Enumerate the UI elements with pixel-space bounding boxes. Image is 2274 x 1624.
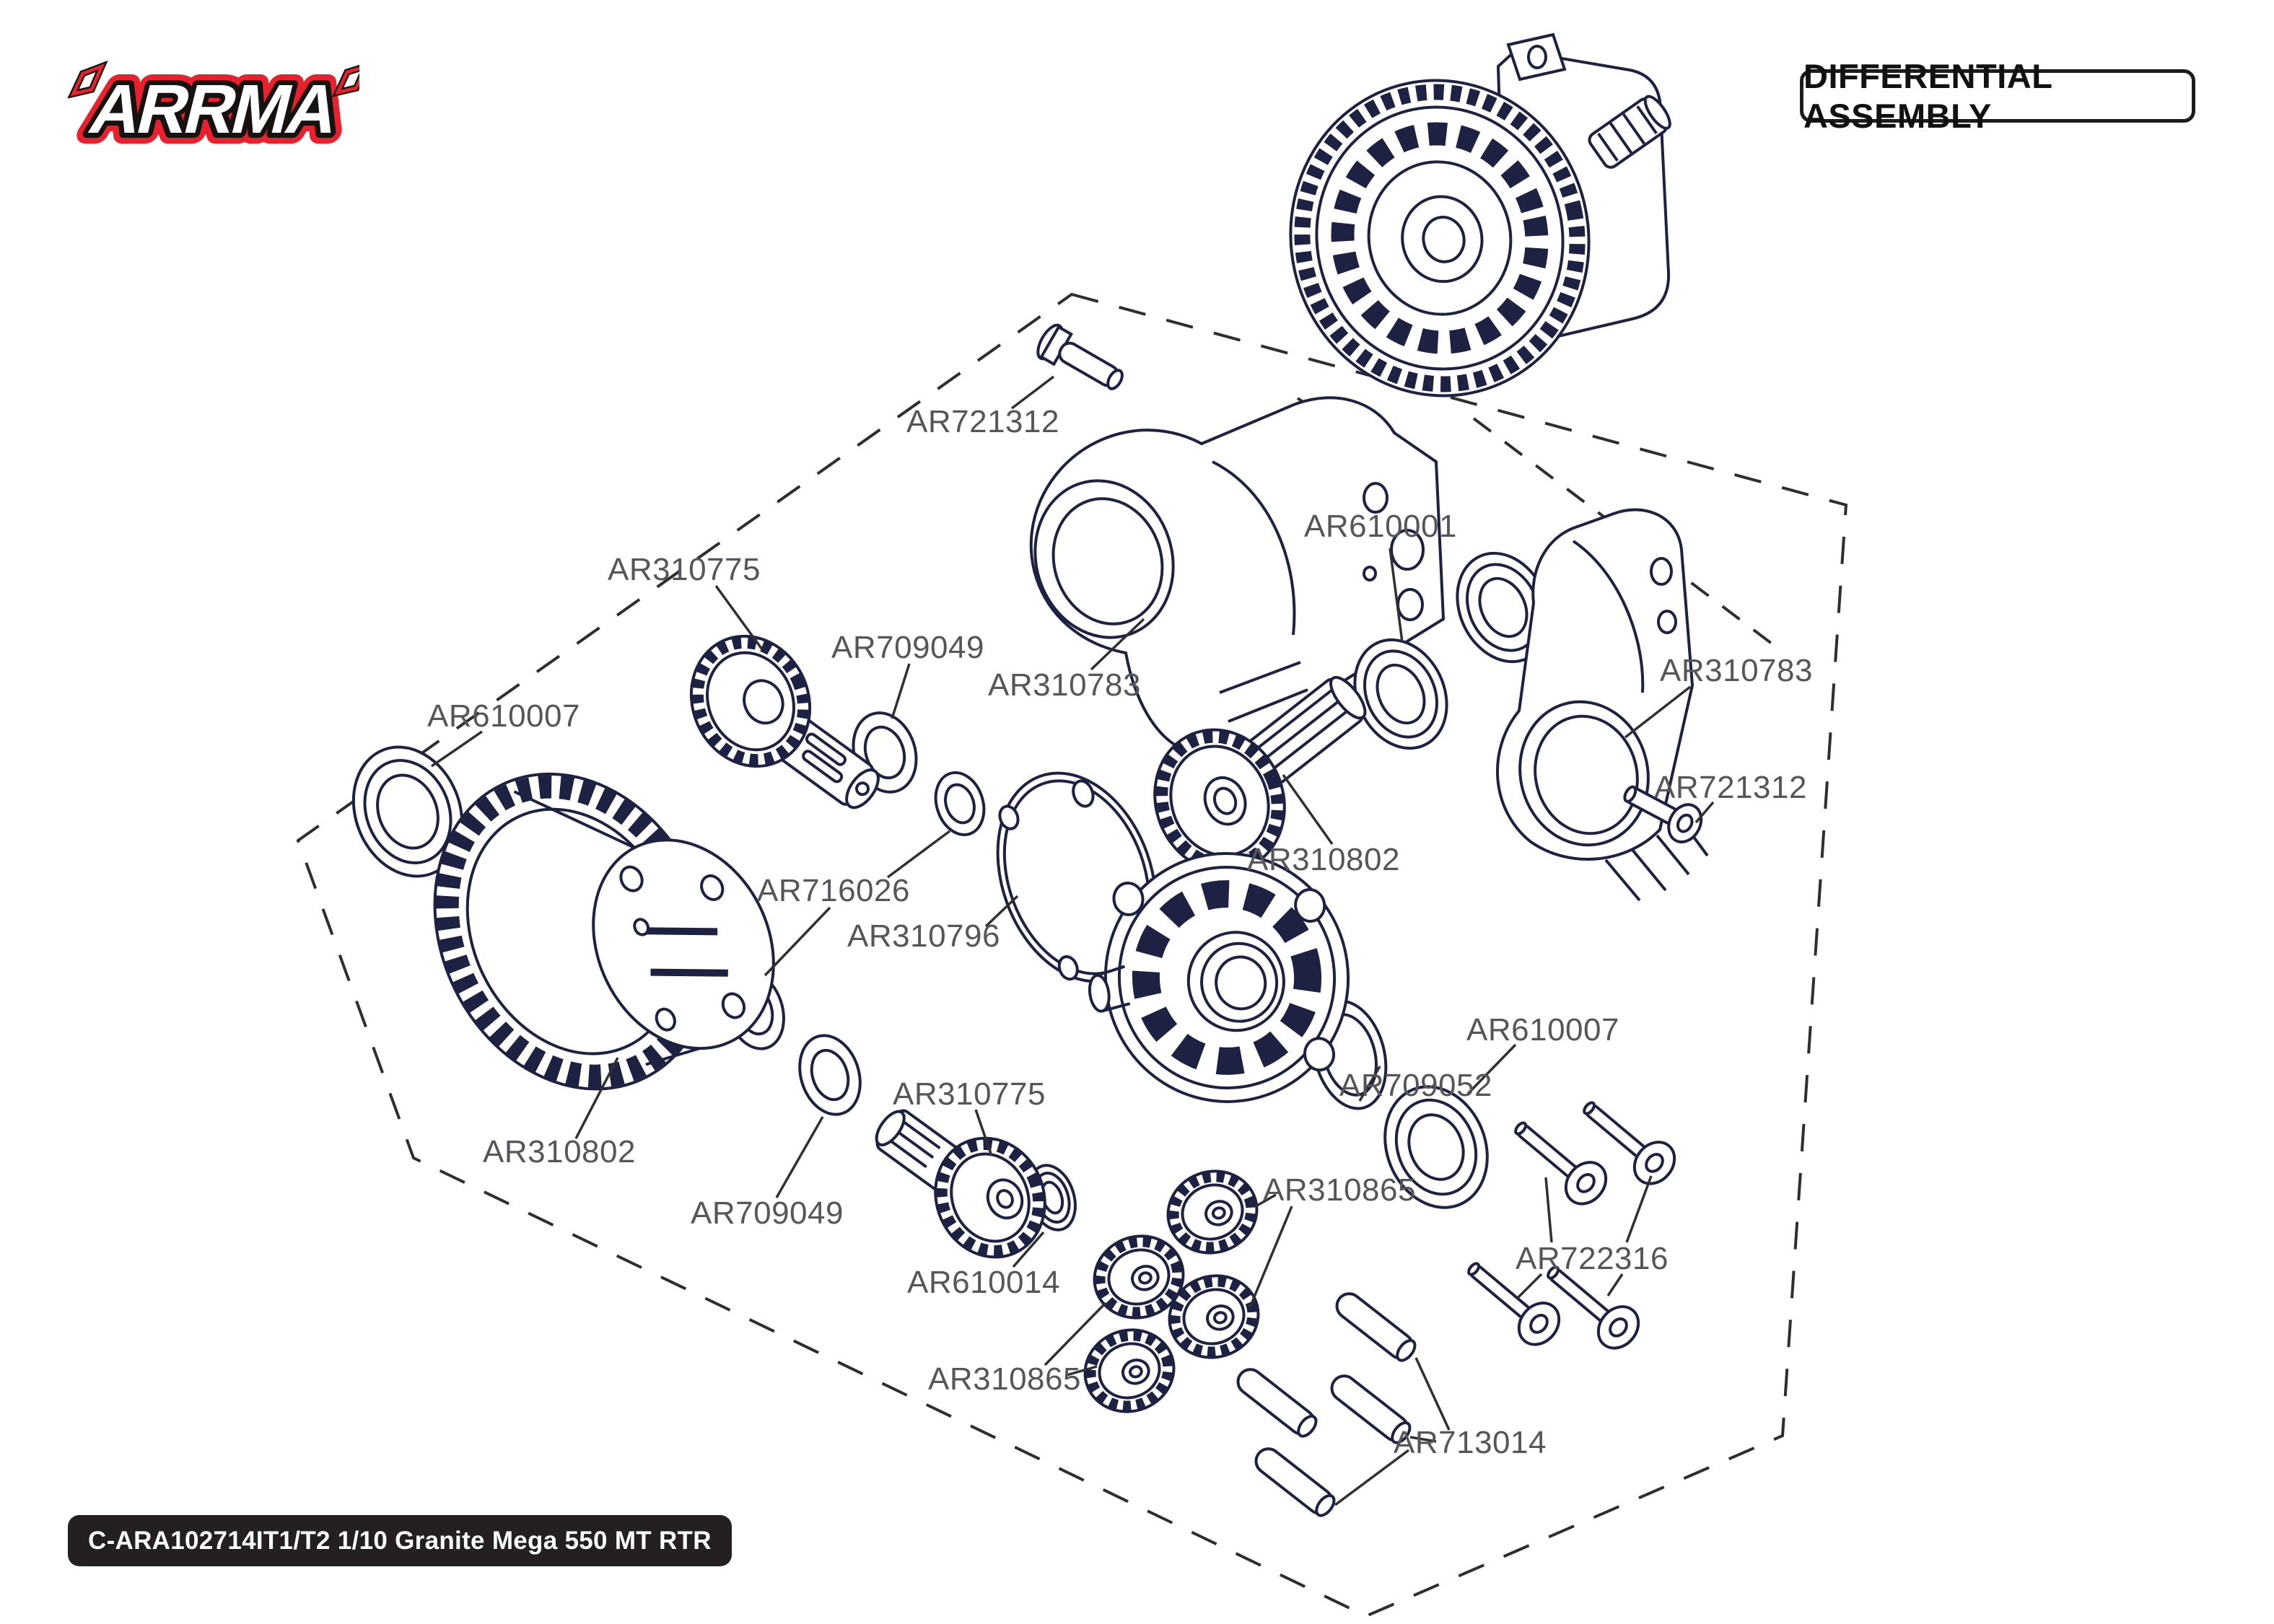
washer — [798, 1034, 862, 1116]
model-code-badge: C-ARA102714IT1/T2 1/10 Granite Mega 550 … — [68, 1515, 732, 1566]
part-label: AR310802 — [1247, 842, 1400, 877]
diff-housing-right — [1496, 508, 1709, 902]
logo-text-red-outline: ARRMA — [82, 70, 346, 147]
logo-text-black-outline: ARRMA — [82, 70, 346, 147]
ring-gear-diff-case — [433, 772, 775, 1091]
part-label: AR310796 — [847, 918, 1000, 954]
diff-housing-left — [1029, 396, 1446, 756]
part-label: AR721312 — [906, 404, 1059, 439]
part-label: AR709049 — [831, 630, 984, 665]
spider-gear — [1166, 1169, 1259, 1255]
part-label: AR310865 — [1263, 1172, 1416, 1208]
part-label: AR713014 — [1394, 1425, 1547, 1460]
countersunk-screw — [1514, 1121, 1608, 1206]
ball-bearing-outer-left — [351, 745, 464, 878]
part-label: AR709049 — [691, 1195, 844, 1231]
bevel-pinion-upper — [689, 634, 880, 809]
part-label: AR721312 — [1654, 770, 1807, 805]
part-label: AR310802 — [483, 1134, 636, 1169]
part-label: AR722316 — [1516, 1241, 1669, 1276]
part-label: AR610001 — [1304, 509, 1457, 544]
dashed-boundary — [296, 292, 1848, 1618]
logo-tick-left-red — [70, 63, 105, 97]
part-label: AR610014 — [907, 1265, 1060, 1300]
part-label: AR716026 — [757, 873, 910, 908]
spider-gear — [1083, 1328, 1176, 1413]
logo-text: ARRMA — [82, 70, 346, 147]
countersunk-screw — [1547, 1265, 1640, 1350]
part-label: AR310783 — [988, 667, 1141, 703]
dowel-pin — [1254, 1447, 1336, 1517]
leader-lines — [431, 375, 1715, 1506]
diff-output-hub — [1088, 852, 1350, 1103]
countersunk-screw — [1583, 1101, 1676, 1185]
spider-gear — [1093, 1234, 1185, 1320]
part-label: AR310775 — [608, 552, 761, 587]
part-label: AR310775 — [893, 1076, 1046, 1112]
dowel-pin — [1236, 1368, 1318, 1438]
bevel-pinion-lower — [875, 1109, 1046, 1259]
logo-tick-right-red — [334, 63, 359, 95]
input-bevel-gear — [1153, 675, 1367, 874]
dowel-pin — [1330, 1374, 1412, 1444]
part-label: AR610007 — [1466, 1012, 1619, 1048]
diff-pin-top — [1036, 323, 1124, 390]
ball-bearing-outer-right — [1383, 1085, 1489, 1209]
assembled-differential-illustration — [1289, 32, 1671, 398]
shim-ring — [934, 771, 986, 836]
ball-bearing-inner-left — [1353, 638, 1448, 750]
arrma-logo: ARRMA ARRMA ARRMA — [67, 59, 359, 159]
part-label: AR310865 — [928, 1361, 1081, 1397]
part-label: AR310783 — [1660, 653, 1813, 688]
countersunk-screw — [1467, 1262, 1561, 1346]
dowel-pin — [1335, 1292, 1417, 1362]
button-head-screw — [1623, 785, 1703, 843]
part-label: AR610007 — [427, 698, 580, 734]
ball-bearing-inner-right — [1456, 551, 1551, 664]
part-label: AR709052 — [1339, 1068, 1492, 1103]
